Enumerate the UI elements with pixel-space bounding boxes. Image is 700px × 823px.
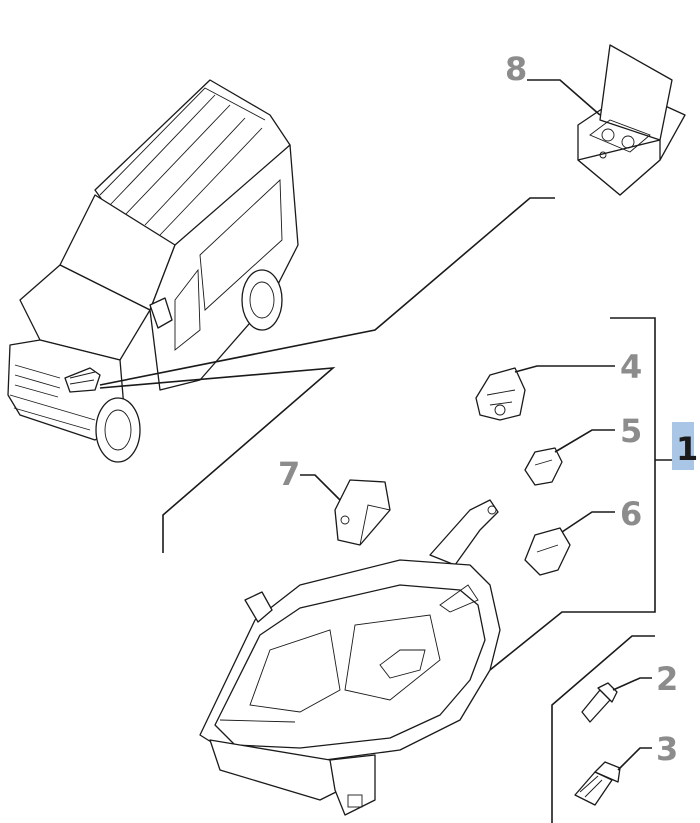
callout-5: 5 <box>620 412 642 450</box>
callout-6: 6 <box>620 495 642 533</box>
leader-8 <box>527 79 601 116</box>
leader-6 <box>561 511 615 533</box>
bulb-kit-box <box>577 44 686 196</box>
leader-van-bottom <box>99 366 336 553</box>
leader-3 <box>617 747 652 771</box>
leader-7 <box>300 474 341 501</box>
callout-7: 7 <box>278 455 300 493</box>
bulb-part-4 <box>475 367 526 421</box>
callout-4: 4 <box>620 348 642 386</box>
bulb-part-6 <box>524 527 571 576</box>
leader-2 <box>612 677 652 691</box>
cap-part-7 <box>334 479 391 546</box>
callout-2: 2 <box>656 660 678 698</box>
van-illustration <box>7 79 299 463</box>
bulb-part-5 <box>524 447 563 486</box>
headlamp-assembly <box>199 499 501 816</box>
leader-van-top <box>99 197 555 386</box>
leader-4 <box>514 365 615 373</box>
screw-part-2 <box>581 682 618 723</box>
callout-3: 3 <box>656 730 678 768</box>
callout-1: 1 <box>676 430 698 468</box>
callout-1-highlight <box>672 422 694 470</box>
bracket-2-3 <box>551 635 655 823</box>
clip-part-3 <box>574 761 621 806</box>
leader-5 <box>554 429 615 453</box>
callout-8: 8 <box>505 50 527 88</box>
